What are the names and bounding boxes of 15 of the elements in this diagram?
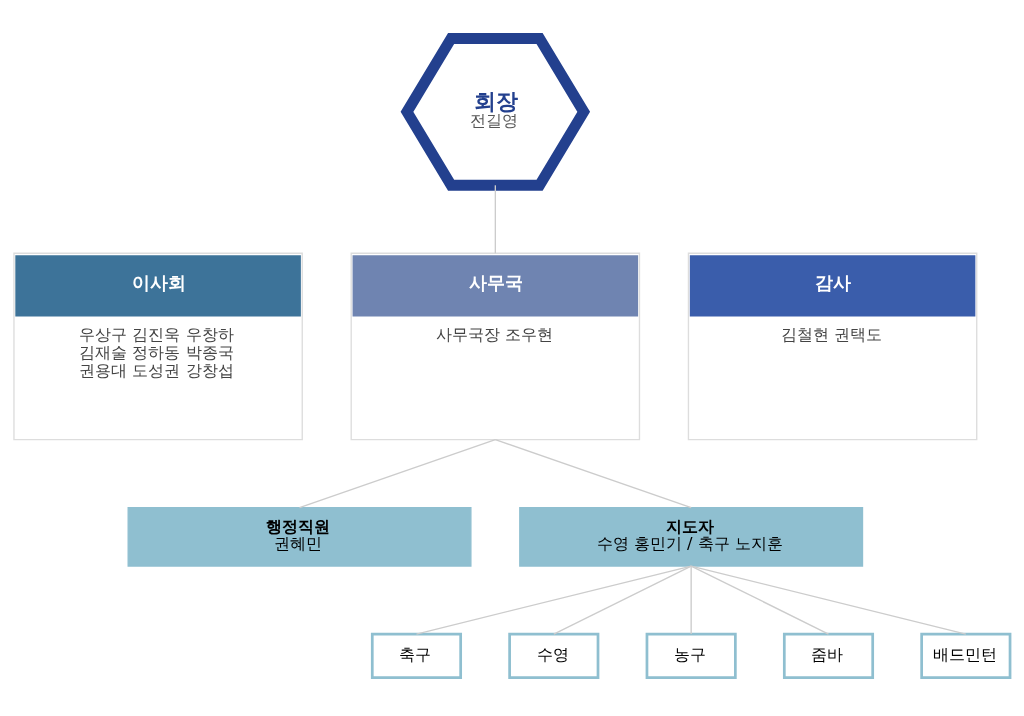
node-box: 배드민턴 [920, 632, 1012, 679]
connector [690, 565, 830, 635]
connector [415, 565, 692, 635]
node-box: 행정직원 권혜민 [127, 506, 472, 567]
connector [690, 565, 967, 635]
node-box: 축구 [370, 632, 463, 679]
connector [553, 565, 692, 635]
connector [690, 565, 692, 635]
node-box: 지도자 수영 홍민기 / 축구 노지훈 [519, 506, 864, 567]
connector [298, 438, 496, 509]
node-box: 수영 [508, 632, 600, 679]
connector [494, 184, 496, 254]
node-box: 줌바 [782, 632, 875, 679]
node-box: 농구 [645, 632, 737, 679]
connector [494, 438, 692, 509]
